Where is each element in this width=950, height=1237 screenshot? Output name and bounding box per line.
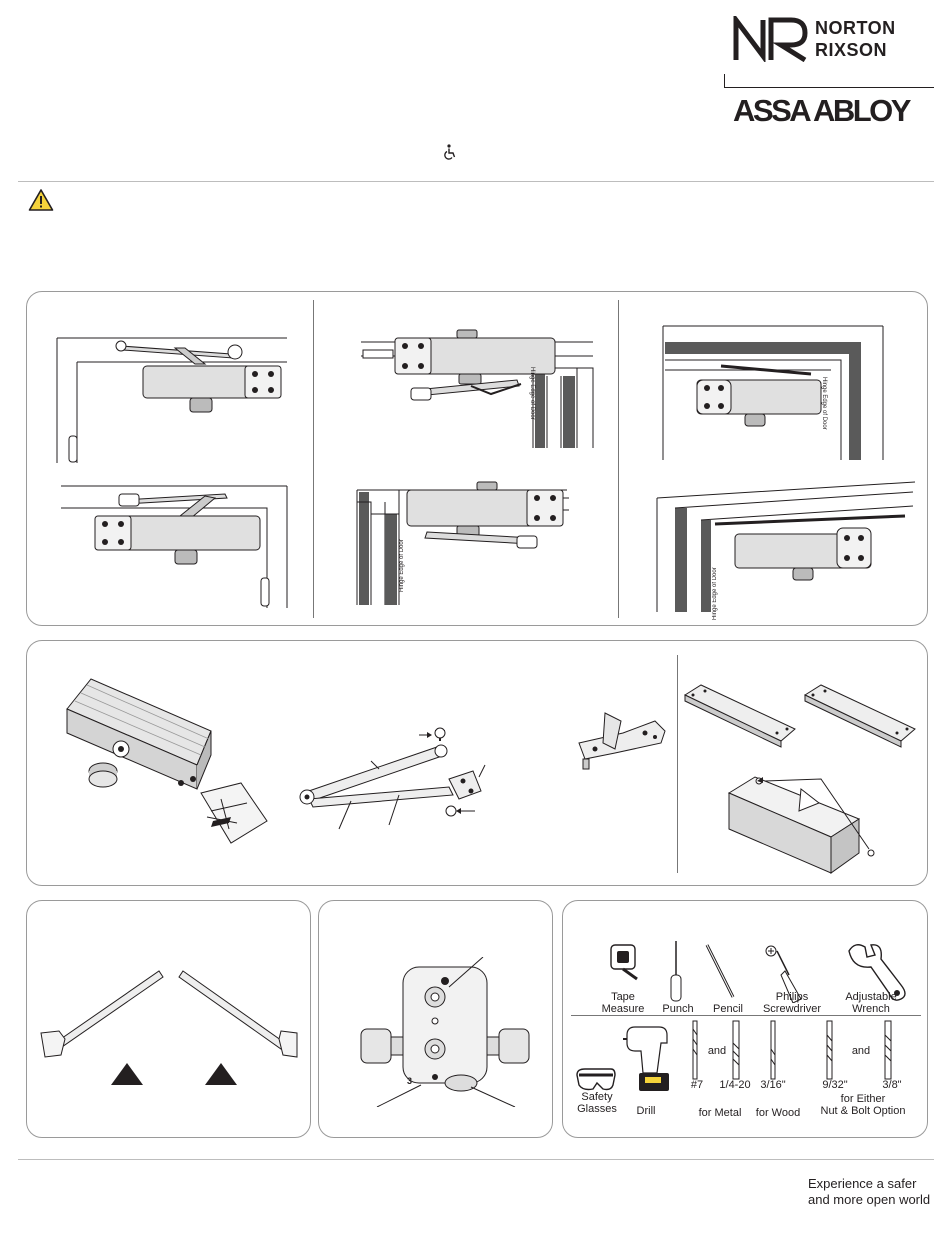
- tape-label-2: Measure: [601, 1003, 645, 1015]
- closer-top-jamb-illustration-2: [356, 481, 569, 605]
- arm-assembly-illustration: [299, 727, 486, 830]
- bit-3-16-label: 3/16": [760, 1079, 786, 1091]
- panel-divider: [618, 300, 619, 618]
- footer-rule: [18, 1159, 934, 1160]
- bit-7-label: #7: [690, 1079, 704, 1091]
- panel-divider: [313, 300, 314, 618]
- panel-divider: [677, 655, 678, 873]
- wrench-label-1: Adjustable: [845, 991, 897, 1003]
- bit-9-32-label: 9/32": [822, 1079, 848, 1091]
- for-either-label: for Either: [840, 1093, 886, 1105]
- tagline: Experience a safer and more open world: [808, 1176, 930, 1208]
- hinge-edge-label: Hinge Edge of Door: [712, 567, 718, 620]
- for-wood-label: for Wood: [755, 1107, 801, 1119]
- pencil-icon: [705, 944, 735, 998]
- drill-bits-metal-icon: [692, 1020, 740, 1080]
- and-label-1: and: [707, 1045, 727, 1057]
- drill-bits-either-icon: [826, 1020, 892, 1080]
- drill-bit-wood-icon: [770, 1020, 776, 1080]
- brand-rixson: RIXSON: [815, 40, 888, 60]
- wrench-label-2: Wrench: [852, 1003, 890, 1015]
- valve-panel: 3: [318, 900, 553, 1138]
- punch-icon: [670, 941, 682, 1002]
- bit-3-8-label: 3/8": [882, 1079, 902, 1091]
- safety-glasses-icon: [576, 1068, 616, 1091]
- logo-divider: [724, 74, 934, 88]
- safety-label-1: Safety: [581, 1091, 613, 1103]
- safety-label-2: Glasses: [577, 1103, 617, 1115]
- tagline-line-2: and more open world: [808, 1192, 931, 1207]
- closer-body-illustration: [66, 678, 268, 844]
- hinge-edge-label: Hinge Edge of Door: [821, 377, 827, 430]
- adjustable-wrench-icon: [848, 944, 906, 1001]
- drill-label: Drill: [636, 1105, 656, 1117]
- handing-panel: [26, 900, 311, 1138]
- tools-divider: [571, 1015, 921, 1016]
- header-rule: [18, 181, 934, 182]
- arrow-up-icon: [111, 1063, 143, 1085]
- hinge-edge-label: Hinge Edge of Door: [529, 367, 535, 420]
- arrow-up-icon: [205, 1063, 237, 1085]
- tools-panel: Tape Measure Punch Pencil Philips Screwd…: [562, 900, 928, 1138]
- warning-triangle-icon: [28, 188, 54, 212]
- philips-label-2: Screwdriver: [762, 1003, 822, 1015]
- drill-icon: [623, 1026, 669, 1091]
- handing-arms-illustration: [40, 970, 298, 1085]
- parts-panel: [26, 640, 928, 886]
- bit-1-4-20-label: 1/4-20: [719, 1079, 751, 1091]
- mounting-options-panel: Hinge Edge of Door Hinge Edge of Door Hi…: [26, 291, 928, 626]
- nr-monogram-icon: [733, 16, 808, 62]
- plates-and-cover-illustration: [683, 684, 916, 874]
- closer-end-view-illustration: [360, 957, 530, 1107]
- norton-rixson-logo: NORTON RIXSON: [733, 16, 918, 62]
- philips-screwdriver-icon: [765, 945, 802, 1003]
- for-metal-label: for Metal: [698, 1107, 742, 1119]
- pencil-label: Pencil: [713, 1003, 743, 1015]
- closer-regular-arm-illustration-2: [61, 485, 288, 608]
- closer-regular-arm-illustration: [56, 337, 287, 463]
- mounting-shoe-illustration: [578, 712, 666, 770]
- closer-parallel-arm-illustration-2: [656, 481, 916, 612]
- closer-parallel-arm-illustration: [662, 325, 884, 460]
- brand-norton: NORTON: [815, 18, 896, 38]
- nut-bolt-label: Nut & Bolt Option: [820, 1105, 906, 1117]
- closer-top-jamb-illustration: [361, 329, 594, 448]
- assa-abloy-logo: ASSA ABLOY: [733, 93, 911, 128]
- and-label-2: and: [851, 1045, 871, 1057]
- tape-measure-icon: [610, 944, 638, 981]
- valve-marker: 3: [407, 1076, 413, 1086]
- hinge-edge-label: Hinge Edge of Door: [399, 539, 405, 592]
- tape-label-1: Tape: [611, 991, 635, 1003]
- tagline-line-1: Experience a safer: [808, 1176, 917, 1191]
- philips-label-1: Philips: [775, 991, 809, 1003]
- punch-label: Punch: [662, 1003, 694, 1015]
- accessibility-icon: [443, 144, 457, 160]
